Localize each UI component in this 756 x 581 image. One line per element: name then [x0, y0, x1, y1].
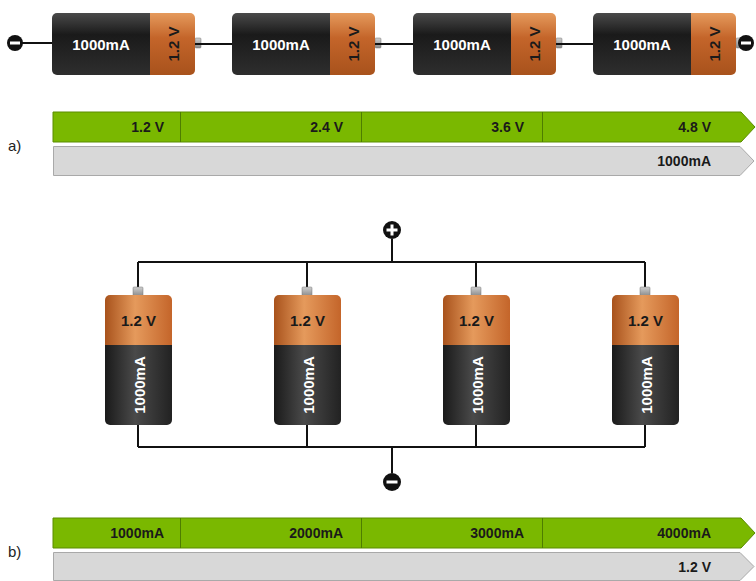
- total-bar: 1000mA: [53, 146, 755, 176]
- bar-segment: 3000mA: [362, 518, 543, 548]
- bar-segment: 4000mA: [543, 518, 741, 548]
- negative-terminal: [7, 35, 23, 51]
- voltage-label: 1.2 V: [164, 26, 181, 61]
- wire: [138, 239, 645, 473]
- capacity-label: 4000mA: [657, 525, 711, 541]
- capacity-label: 1000mA: [613, 36, 671, 53]
- bar-segment: 4.8 V: [543, 112, 741, 142]
- battery-terminal: [133, 287, 650, 296]
- negative-terminal: [738, 35, 754, 51]
- capacity-label: 1000mA: [637, 356, 654, 414]
- capacity-label: 3000mA: [470, 525, 524, 541]
- bar-segment: 2000mA: [181, 518, 362, 548]
- battery-cell: 1.2 V 1000mA: [105, 295, 172, 425]
- capacity-label: 1000mA: [110, 525, 164, 541]
- wire: [375, 43, 413, 45]
- wire: [195, 43, 232, 45]
- battery-cell: 1000mA 1.2 V: [413, 13, 556, 75]
- voltage-label: 1.2 V: [628, 312, 663, 329]
- positive-terminal: [383, 221, 401, 239]
- bar-shape: [54, 553, 755, 581]
- bar-outline: [53, 552, 755, 581]
- capacity-label: 1000mA: [433, 36, 491, 53]
- negative-terminal: [383, 473, 401, 491]
- wire: [556, 43, 593, 45]
- voltage-label: 1.2 V: [131, 119, 164, 135]
- battery-cell: 1.2 V 1000mA: [274, 295, 341, 425]
- battery-cell: 1000mA 1.2 V: [52, 13, 195, 75]
- voltage-label: 3.6 V: [491, 119, 524, 135]
- battery-cell: 1000mA 1.2 V: [232, 13, 375, 75]
- voltage-label: 1.2 V: [705, 26, 722, 61]
- battery-cell: 1.2 V 1000mA: [612, 295, 679, 425]
- voltage-label: 1.2 V: [344, 26, 361, 61]
- voltage-label: 1.2 V: [121, 312, 156, 329]
- capacity-label: 1000mA: [299, 356, 316, 414]
- capacity-label: 1000mA: [252, 36, 310, 53]
- bar-segment: 1.2 V: [53, 112, 181, 142]
- bar-segment: 1000mA: [53, 518, 181, 548]
- voltage-label: 1.2 V: [678, 559, 711, 575]
- voltage-bar: [53, 112, 755, 142]
- capacity-bar: [53, 518, 755, 548]
- voltage-label: 1.2 V: [525, 26, 542, 61]
- capacity-label: 2000mA: [289, 525, 343, 541]
- capacity-label: 1000mA: [72, 36, 130, 53]
- bar-shape: [54, 147, 755, 176]
- part-label: b): [8, 543, 21, 560]
- voltage-label: 1.2 V: [290, 312, 325, 329]
- bar-segment: 2.4 V: [181, 112, 362, 142]
- capacity-label: 1000mA: [130, 356, 147, 414]
- voltage-label: 2.4 V: [310, 119, 343, 135]
- battery-cell: 1000mA 1.2 V: [593, 13, 736, 75]
- capacity-label: 1000mA: [468, 356, 485, 414]
- part-label: a): [8, 137, 21, 154]
- voltage-label: 4.8 V: [678, 119, 711, 135]
- bar-segment: 3.6 V: [362, 112, 543, 142]
- capacity-label: 1000mA: [657, 153, 711, 169]
- bar-outline: [53, 146, 755, 176]
- total-bar: 1.2 V: [53, 552, 755, 581]
- voltage-label: 1.2 V: [459, 312, 494, 329]
- battery-cell: 1.2 V 1000mA: [443, 295, 510, 425]
